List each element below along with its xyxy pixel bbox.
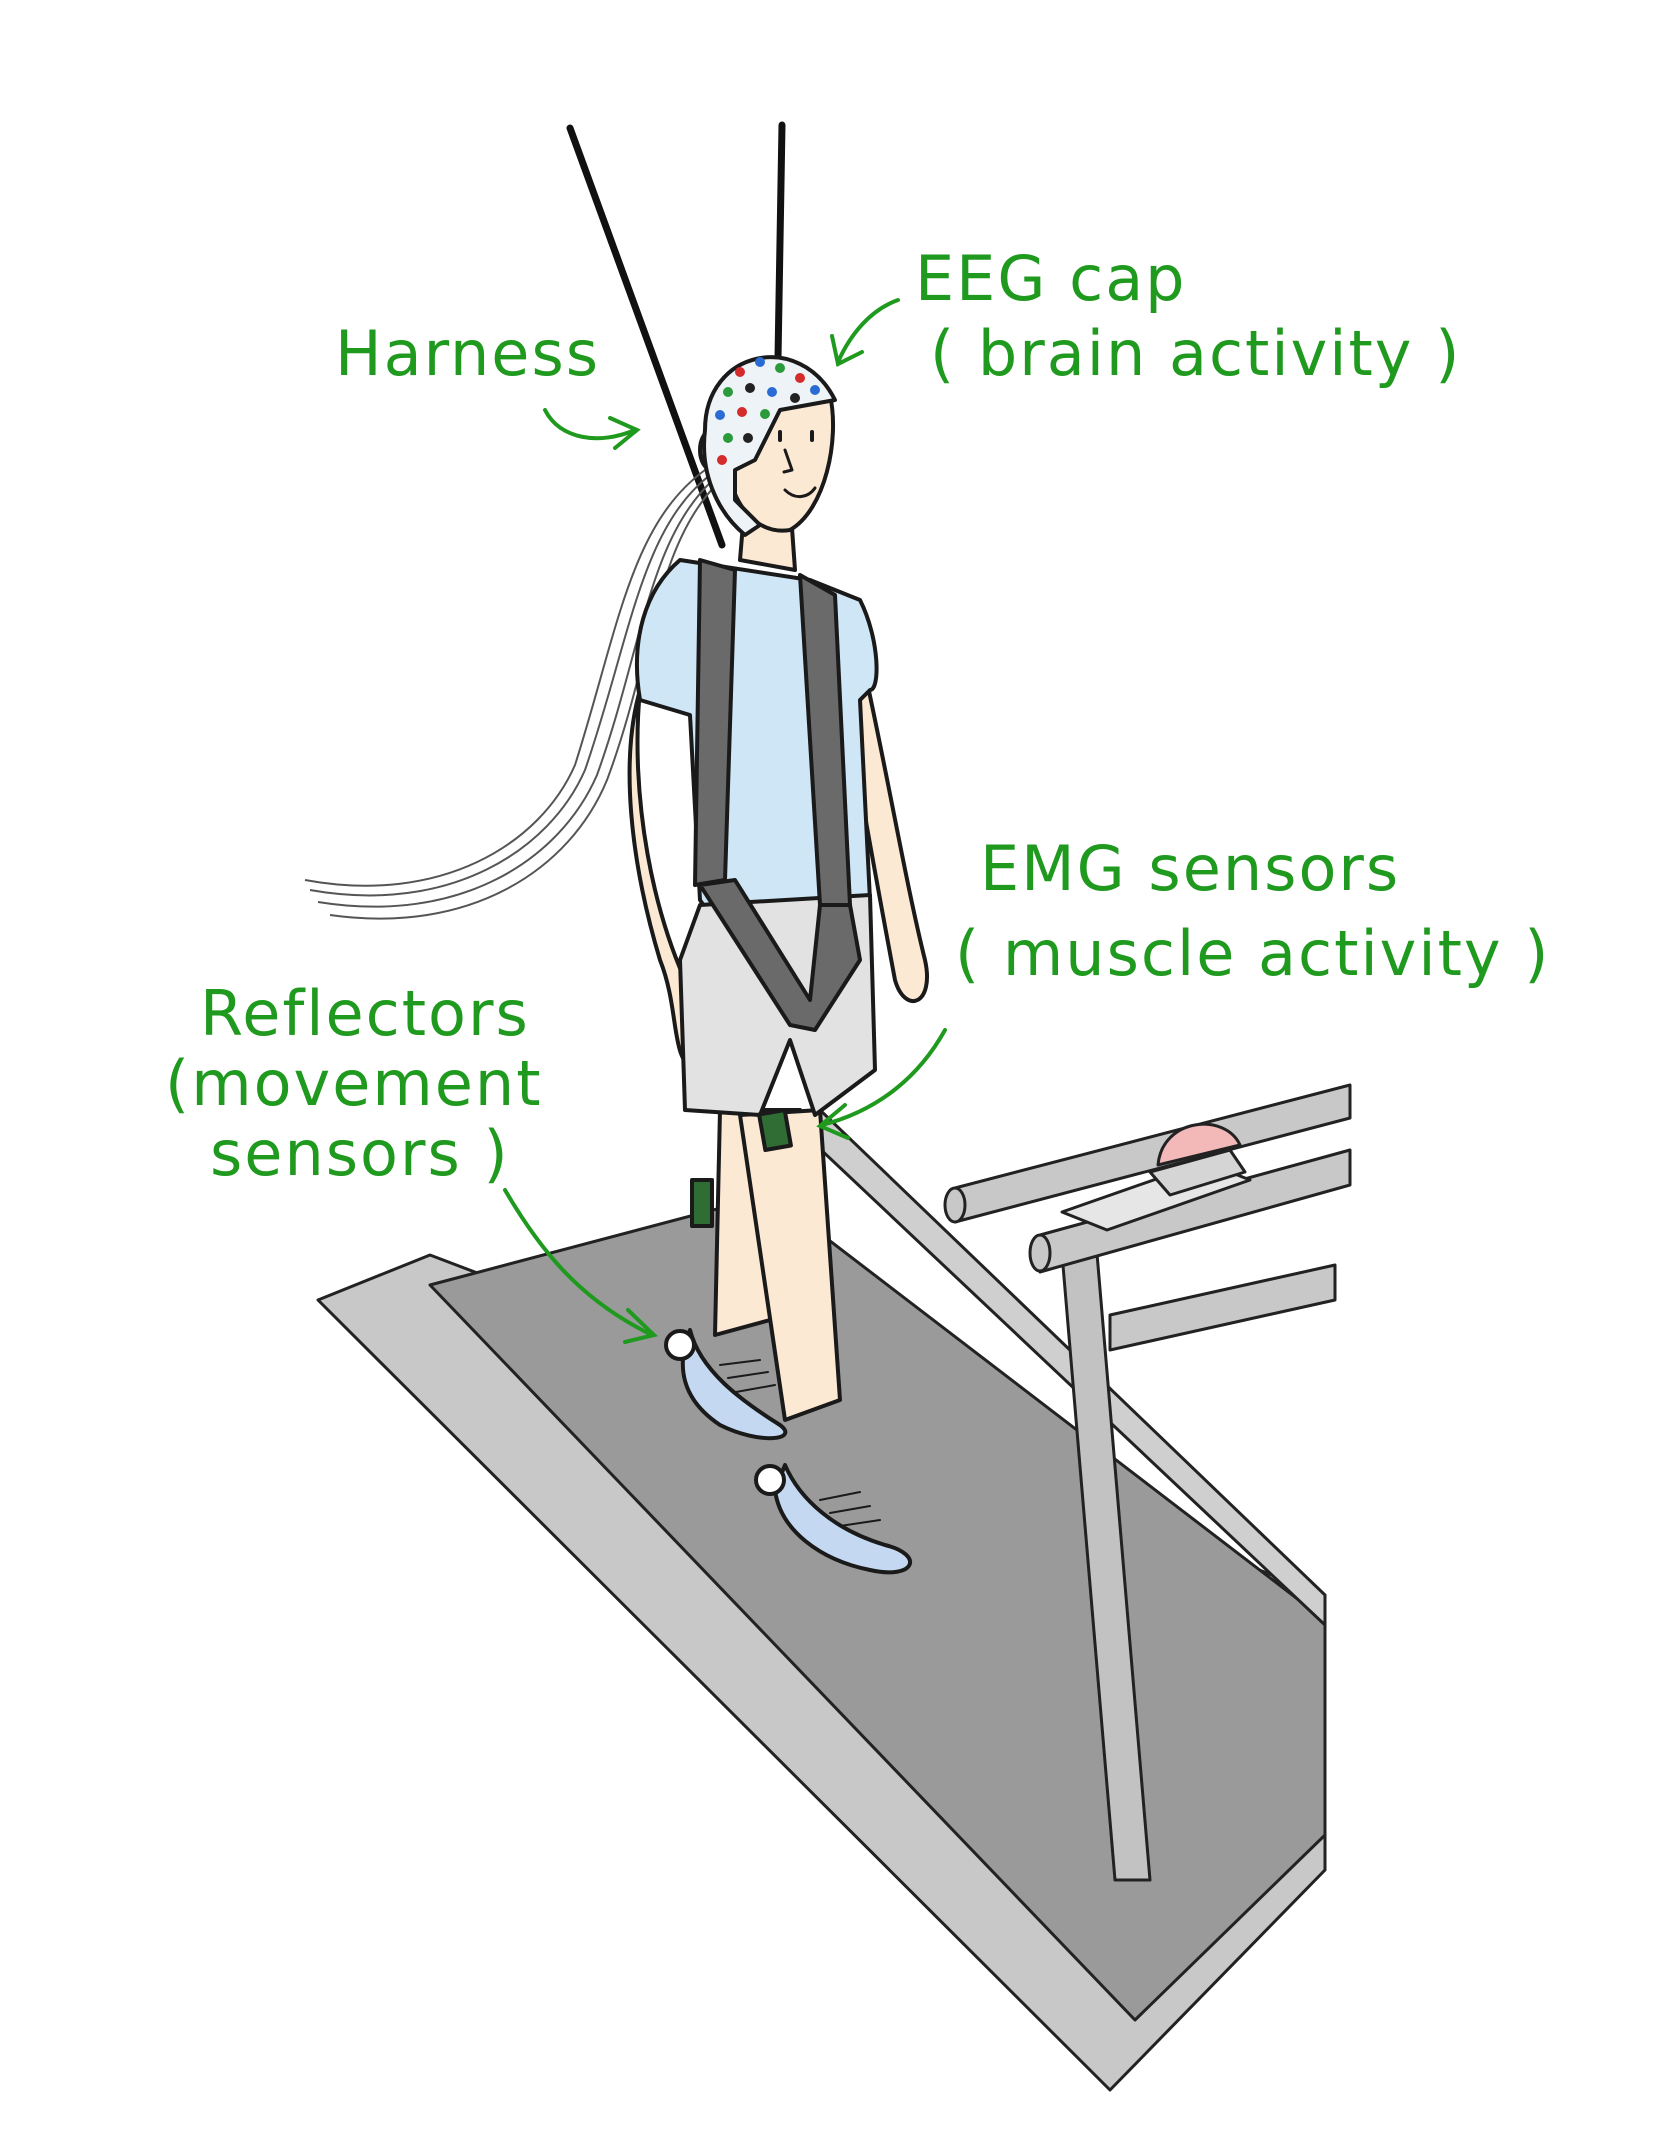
label-harness: Harness (335, 317, 600, 390)
label-reflectors-line2: (movement (165, 1047, 543, 1120)
person (627, 355, 929, 1575)
reflector-marker-right (754, 1464, 786, 1496)
label-reflectors: Reflectors (200, 977, 530, 1050)
arrow-harness (543, 408, 641, 450)
arrow-emg (816, 1028, 947, 1140)
label-reflectors-line3: sensors ) (210, 1117, 510, 1190)
treadmill (316, 1083, 1352, 2092)
reflector-marker-left (664, 1329, 696, 1361)
label-eeg-cap: EEG cap (915, 242, 1187, 315)
label-emg-sensors: EMG sensors (980, 832, 1400, 905)
eeg-electrodes (715, 357, 820, 465)
right-leg (738, 1108, 842, 1422)
eeg-cables (304, 469, 717, 920)
right-shoe (773, 1463, 912, 1575)
emg-sensor-thigh (757, 1108, 793, 1152)
annotations: Harness EEG cap ( brain activity ) EMG s… (165, 242, 1551, 1344)
arrow-eeg-cap (830, 298, 900, 367)
emg-sensor-calf (690, 1178, 714, 1228)
label-emg-description: ( muscle activity ) (955, 917, 1551, 990)
emergency-stop-button (1156, 1122, 1242, 1167)
eeg-cap (702, 355, 837, 537)
treadmill-crossbar (1108, 1263, 1337, 1352)
left-shoe (680, 1328, 788, 1441)
arrow-reflectors (503, 1188, 659, 1344)
label-eeg-description: ( brain activity ) (930, 317, 1461, 390)
harness-leg-loop (698, 878, 862, 1032)
